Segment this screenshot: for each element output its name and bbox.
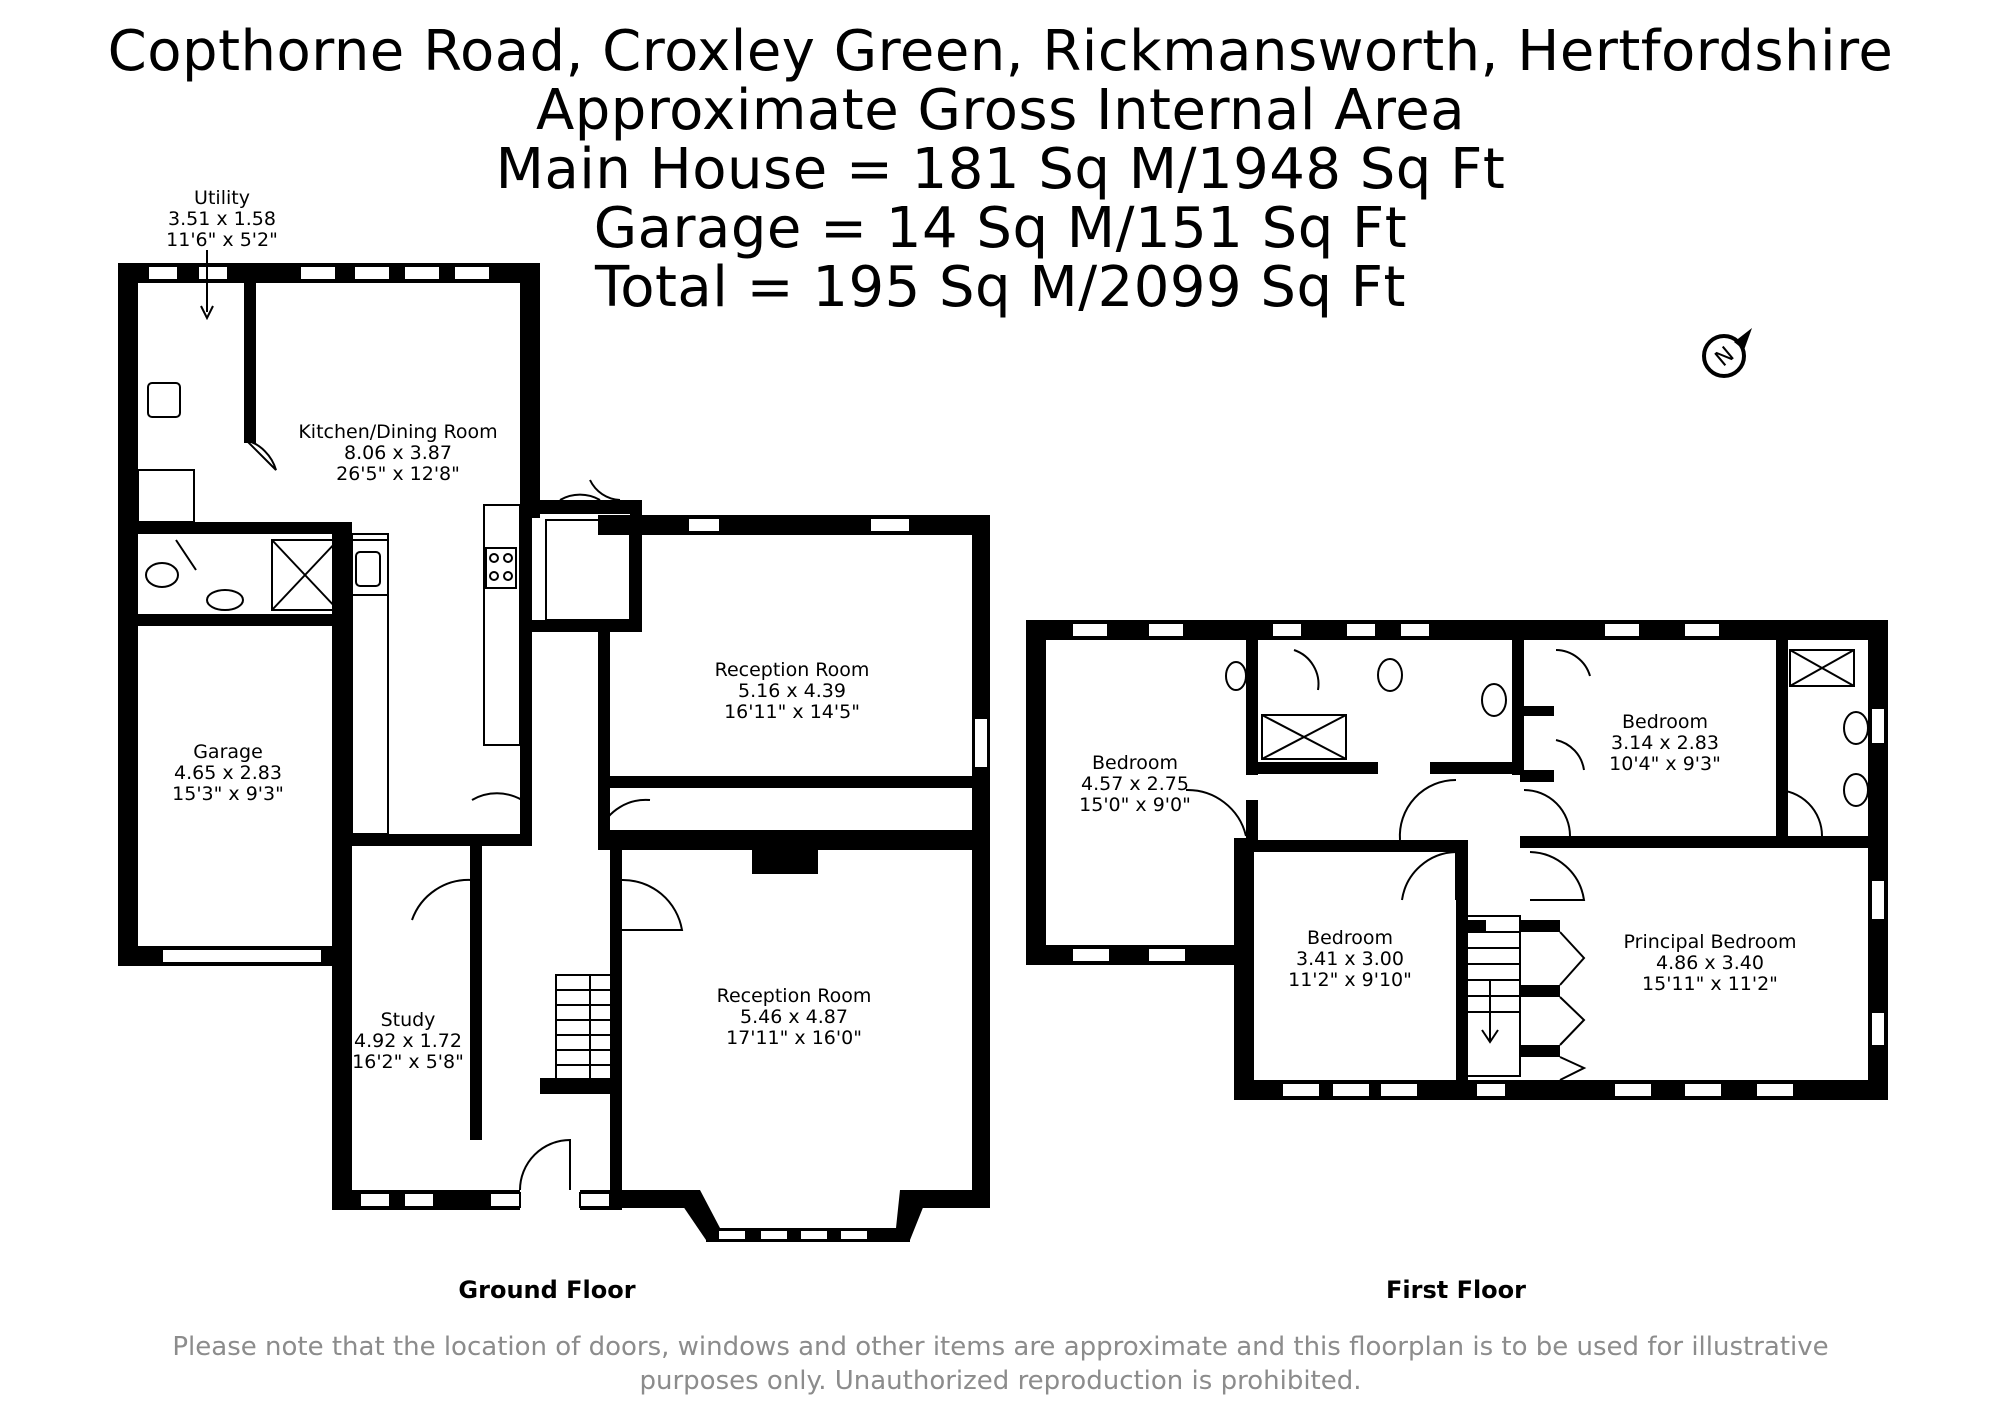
disclaimer-line-1: Please note that the location of doors, … — [172, 1332, 1829, 1362]
room-label-bedroom-rear: Bedroom 3.14 x 2.83 10'4" x 9'3" — [1609, 711, 1721, 775]
north-arrow-icon: N — [1702, 328, 1752, 378]
first-floor-plan — [1026, 620, 1888, 1100]
area-subtitle: Approximate Gross Internal Area — [535, 78, 1466, 143]
room-label-bedroom-left: Bedroom 4.57 x 2.75 15'0" x 9'0" — [1079, 752, 1191, 816]
property-address: Copthorne Road, Croxley Green, Rickmansw… — [107, 19, 1894, 84]
room-label-reception-rear: Reception Room 5.16 x 4.39 16'11" x 14'5… — [714, 659, 870, 723]
room-label-principal-bedroom: Principal Bedroom 4.86 x 3.40 15'11" x 1… — [1623, 931, 1797, 995]
room-label-kitchen: Kitchen/Dining Room 8.06 x 3.87 26'5" x … — [298, 421, 498, 485]
room-label-utility: Utility 3.51 x 1.58 11'6" x 5'2" — [166, 187, 278, 251]
room-label-garage: Garage 4.65 x 2.83 15'3" x 9'3" — [172, 741, 284, 805]
garage-area: Garage = 14 Sq M/151 Sq Ft — [593, 196, 1408, 261]
room-label-study: Study 4.92 x 1.72 16'2" x 5'8" — [352, 1009, 464, 1073]
first-floor-label: First Floor — [1385, 1276, 1527, 1304]
room-label-bedroom-front: Bedroom 3.41 x 3.00 11'2" x 9'10" — [1288, 927, 1412, 991]
title-block: Copthorne Road, Croxley Green, Rickmansw… — [0, 22, 2001, 317]
total-area: Total = 195 Sq M/2099 Sq Ft — [595, 255, 1406, 320]
disclaimer: Please note that the location of doors, … — [0, 1330, 2001, 1398]
room-label-reception-front: Reception Room 5.46 x 4.87 17'11" x 16'0… — [716, 985, 872, 1049]
disclaimer-line-2: purposes only. Unauthorized reproduction… — [639, 1366, 1362, 1396]
utility-pointer-arrow — [200, 250, 214, 320]
main-house-area: Main House = 181 Sq M/1948 Sq Ft — [495, 137, 1506, 202]
ground-floor-plan — [118, 263, 990, 1242]
ground-floor-label: Ground Floor — [458, 1276, 636, 1304]
